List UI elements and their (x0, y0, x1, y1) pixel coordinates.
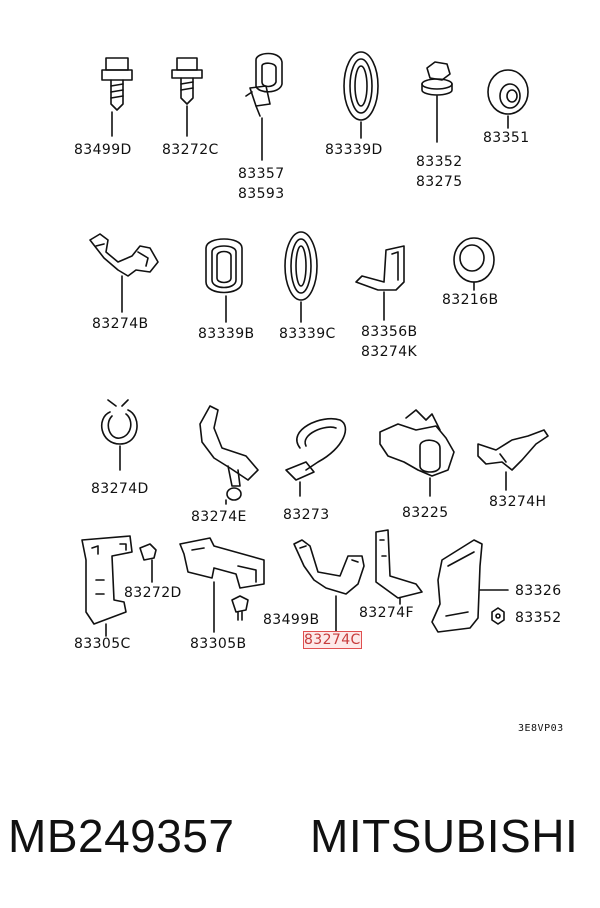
label-83272C: 83272C (162, 142, 219, 158)
part-83274B-clip (89, 233, 159, 313)
label-83275: 83275 (416, 174, 463, 190)
label-83274F: 83274F (359, 605, 414, 621)
part-83357-clip (245, 52, 283, 161)
label-83352: 83352 (416, 154, 463, 170)
part-83499B-bolt (231, 595, 249, 621)
label-83351: 83351 (483, 130, 530, 146)
label-83216B: 83216B (442, 292, 499, 308)
part-83352-nut (421, 61, 453, 143)
part-83339D-grommet (343, 51, 379, 139)
label-83499B: 83499B (263, 612, 320, 628)
label-83305B: 83305B (190, 636, 247, 652)
label-83274D: 83274D (91, 481, 149, 497)
label-83272D: 83272D (124, 585, 182, 601)
footer-brand: MITSUBISHI (310, 810, 579, 862)
part-83272D-bolt (139, 543, 157, 583)
label-83274K: 83274K (361, 344, 418, 360)
label-83357: 83357 (238, 166, 285, 182)
label-83274B: 83274B (92, 316, 149, 332)
part-83499D-bolt (101, 57, 133, 137)
label-83339D: 83339D (325, 142, 383, 158)
part-83326-cover (431, 539, 509, 633)
part-83351-grommet (487, 69, 529, 129)
part-83339C-grommet (284, 231, 318, 323)
part-83274C-clip (293, 539, 365, 633)
label-83593: 83593 (238, 186, 285, 202)
part-83216B-grommet (453, 237, 495, 291)
part-83305B-bracket (179, 537, 265, 633)
label-83305C: 83305C (74, 636, 131, 652)
part-83272C-bolt (171, 57, 203, 137)
part-83274D-clamp (100, 399, 138, 471)
part-83339B-grommet (205, 238, 243, 323)
label-83326: 83326 (515, 583, 562, 599)
label-83225: 83225 (402, 505, 449, 521)
label-83274H: 83274H (489, 494, 547, 510)
label-83274E: 83274E (191, 509, 247, 525)
diagram-reference-code: 3E8VP03 (518, 723, 564, 734)
label-83274C-highlighted[interactable]: 83274C (303, 631, 362, 649)
part-83356B-bracket (355, 245, 405, 321)
label-83339B: 83339B (198, 326, 255, 342)
part-83273-band-clamp (285, 418, 347, 497)
parts-diagram (81, 51, 549, 637)
label-83356B: 83356B (361, 324, 418, 340)
label-83339C: 83339C (279, 326, 336, 342)
label-83352-lower: 83352 (515, 610, 562, 626)
part-83225-holder (379, 409, 455, 497)
part-83274H-clip (477, 429, 549, 491)
part-83305C-bracket (81, 535, 133, 637)
label-83273: 83273 (283, 507, 330, 523)
part-83352-nut-lower (491, 607, 505, 625)
footer-part-number: MB249357 (8, 810, 235, 862)
part-83274F-bracket (375, 529, 423, 605)
label-83499D: 83499D (74, 142, 132, 158)
part-83274E-clip (199, 405, 259, 505)
